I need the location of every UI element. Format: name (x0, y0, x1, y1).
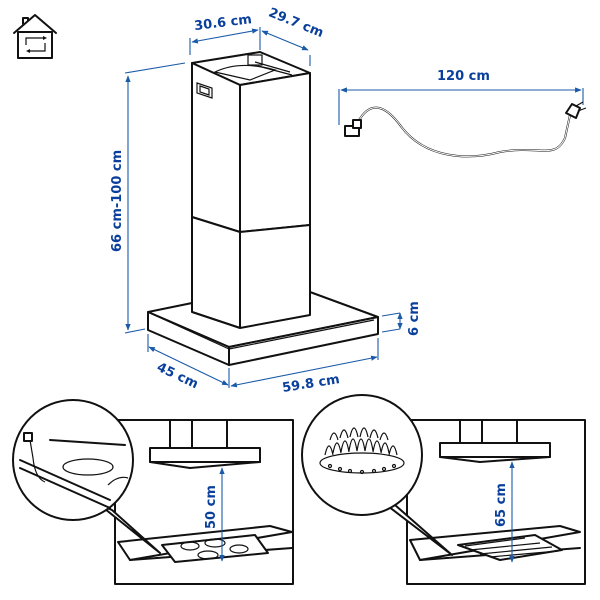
hood-chimney (191, 51, 311, 233)
chimney-width-dimension: 30.6 cm (189, 12, 261, 55)
canopy-depth-label: 45 cm (154, 360, 200, 392)
chimney-depth-label: 29.7 cm (266, 5, 325, 41)
electric-hob-installation: 50 cm (12, 399, 294, 585)
height-dimension: 66 cm-100 cm (110, 62, 186, 334)
hood-lower-chimney (191, 216, 311, 329)
indoor-house-icon (13, 14, 57, 59)
cable-length-label: 120 cm (437, 69, 490, 84)
gas-hob-installation: 65 cm (301, 394, 586, 585)
gas-distance-label: 65 cm (494, 483, 509, 527)
power-cable: 120 cm (338, 69, 587, 158)
canopy-height-label: 6 cm (407, 301, 422, 336)
chimney-width-label: 30.6 cm (193, 12, 252, 34)
electric-distance-label: 50 cm (204, 485, 219, 529)
height-label: 66 cm-100 cm (110, 150, 125, 252)
canopy-height-dimension: 6 cm (381, 301, 422, 336)
gas-flame-icon (319, 427, 405, 475)
canopy-width-label: 59.8 cm (281, 372, 340, 396)
hood-canopy (147, 291, 379, 366)
